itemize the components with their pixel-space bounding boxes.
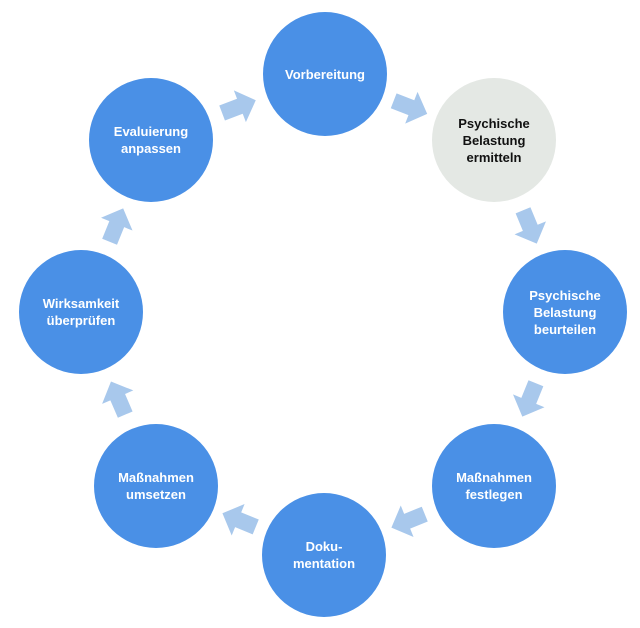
node-vorbereitung: Vorbereitung (263, 12, 387, 136)
node-label: Maßnahmen festlegen (456, 470, 532, 502)
node-belastung-ermitteln: Psychische Belastung ermitteln (432, 78, 556, 202)
node-label: Wirksamkeit überprüfen (42, 296, 120, 328)
block-arrow-icon (513, 380, 545, 417)
node-evaluierung-anpassen: Evaluierung anpassen (89, 78, 213, 202)
node-dokumentation: Doku- mentation (262, 493, 386, 617)
block-arrow-icon (222, 504, 259, 536)
node-label: Psychische Belastung ermitteln (458, 115, 530, 165)
node-massnahmen-umsetzen: Maßnahmen umsetzen (94, 424, 218, 548)
block-arrow-icon (102, 381, 134, 418)
block-arrow-icon (390, 91, 428, 124)
node-label: Vorbereitung (285, 66, 365, 82)
node-label: Psychische Belastung beurteilen (529, 287, 601, 337)
node-belastung-beurteilen: Psychische Belastung beurteilen (503, 250, 627, 374)
node-label: Doku- mentation (292, 539, 356, 571)
block-arrow-icon (219, 90, 256, 123)
node-label: Maßnahmen umsetzen (118, 470, 194, 502)
node-wirksamkeit-ueberpruefen: Wirksamkeit überprüfen (19, 250, 143, 374)
node-label: Evaluierung anpassen (113, 124, 189, 156)
block-arrow-icon (101, 208, 133, 245)
block-arrow-icon (391, 505, 428, 538)
node-massnahmen-festlegen: Maßnahmen festlegen (432, 424, 556, 548)
block-arrow-icon (514, 207, 546, 244)
